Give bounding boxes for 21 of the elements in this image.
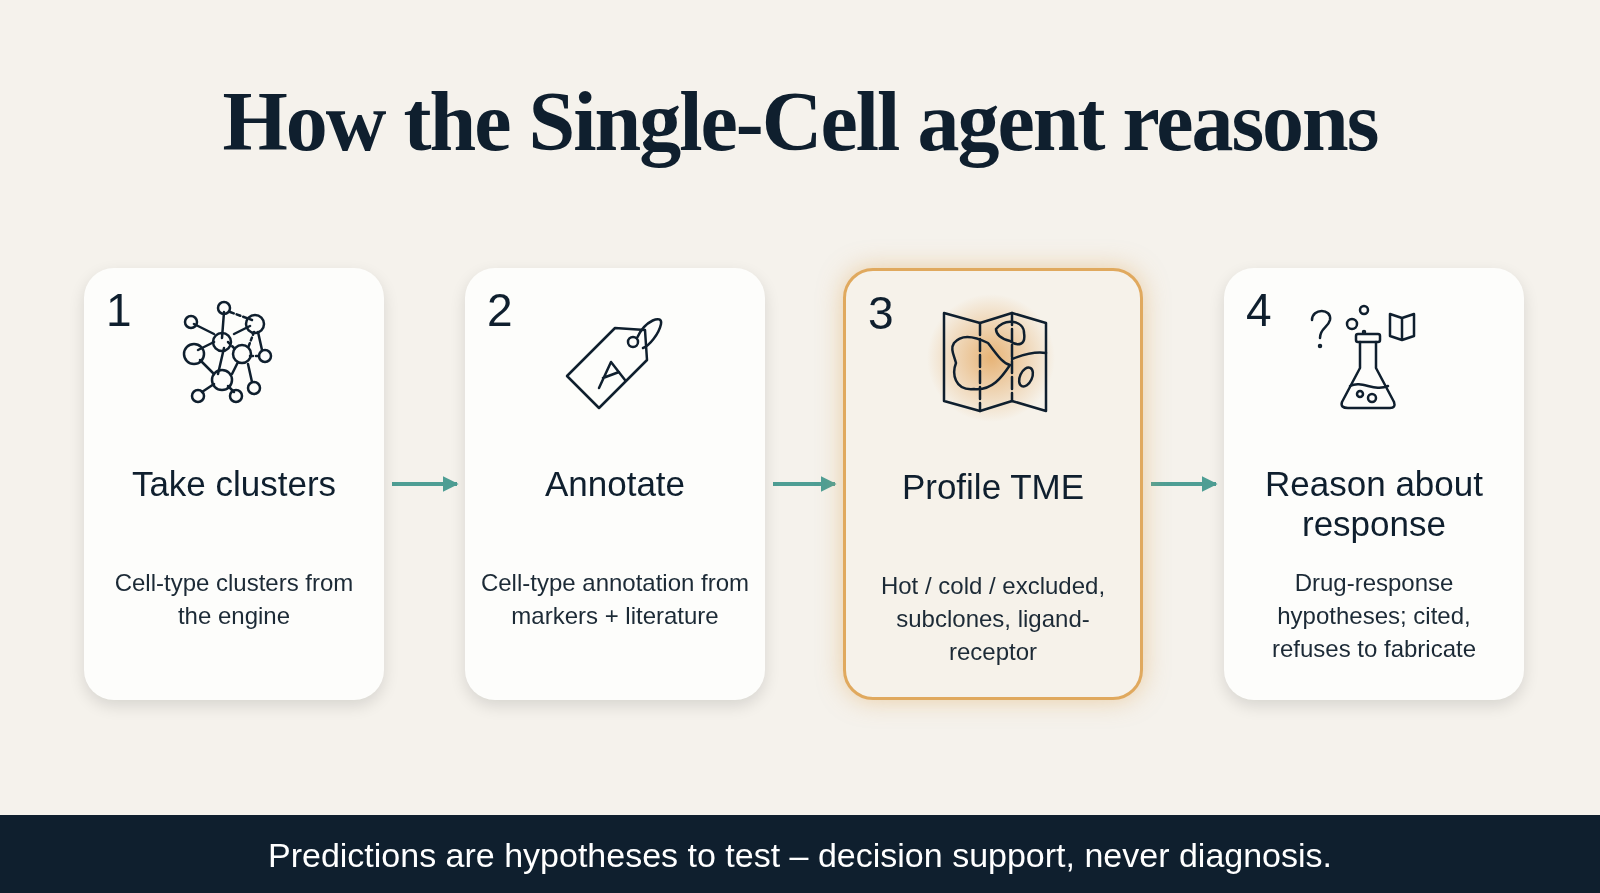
arrow [1151, 476, 1218, 492]
step-number: 4 [1246, 283, 1272, 338]
step-card [465, 268, 765, 700]
step-description: Cell-type clusters from the engine [113, 568, 355, 631]
step-heading: Reason about response [1264, 464, 1484, 544]
step-number: 1 [106, 283, 132, 338]
step-card [1224, 268, 1524, 700]
step-heading: Profile TME [900, 467, 1086, 507]
arrow [392, 476, 459, 492]
step-card [843, 268, 1143, 700]
arrow [773, 476, 837, 492]
step-number: 2 [487, 283, 513, 338]
footer-note: Predictions are hypotheses to test – decision support, never diagnosis. [267, 835, 1333, 875]
step-number: 3 [868, 286, 894, 341]
step-description: Drug-response hypotheses; cited, refuses to fabricate [1270, 568, 1478, 664]
step-description: Hot / cold / excluded, subclones, ligand-receptor [879, 571, 1107, 667]
step-card [84, 268, 384, 700]
step-description: Cell-type annotation from markers + literature [479, 568, 751, 631]
title: How the Single-Cell agent reasons [222, 74, 1378, 170]
step-heading: Annotate [543, 464, 687, 504]
step-heading: Take clusters [130, 464, 338, 504]
